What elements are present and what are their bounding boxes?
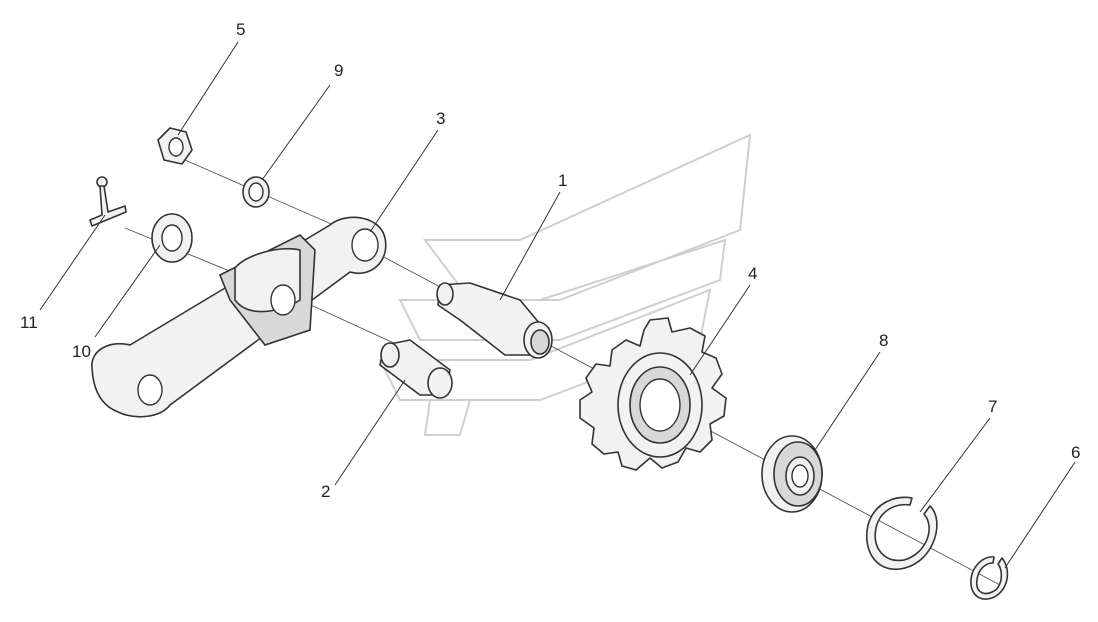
callout-1: 1 bbox=[558, 171, 567, 190]
callout-5: 5 bbox=[236, 20, 245, 39]
retaining-ring-part bbox=[866, 496, 938, 571]
shaft-part bbox=[436, 282, 553, 359]
callout-3: 3 bbox=[436, 109, 445, 128]
callout-7: 7 bbox=[988, 397, 997, 416]
sprocket-part bbox=[579, 317, 727, 471]
pin-part bbox=[379, 339, 453, 399]
callout-8: 8 bbox=[879, 331, 888, 350]
callout-2: 2 bbox=[321, 482, 330, 501]
leader-lines bbox=[39, 41, 1076, 569]
callout-labels: 5 9 3 1 4 8 7 6 2 10 11 bbox=[20, 20, 1080, 501]
callout-9: 9 bbox=[334, 61, 343, 80]
flat-washer-part bbox=[151, 213, 193, 263]
cotter-pin-part bbox=[89, 176, 127, 227]
callout-6: 6 bbox=[1071, 443, 1080, 462]
callout-4: 4 bbox=[748, 264, 757, 283]
spring-washer-part bbox=[242, 176, 270, 208]
callout-11: 11 bbox=[20, 313, 38, 332]
lever-arm-part bbox=[91, 216, 387, 418]
circlip-part bbox=[970, 556, 1009, 600]
hex-nut-part bbox=[157, 127, 193, 165]
callout-10: 10 bbox=[72, 342, 91, 361]
bearing-part bbox=[761, 435, 823, 513]
